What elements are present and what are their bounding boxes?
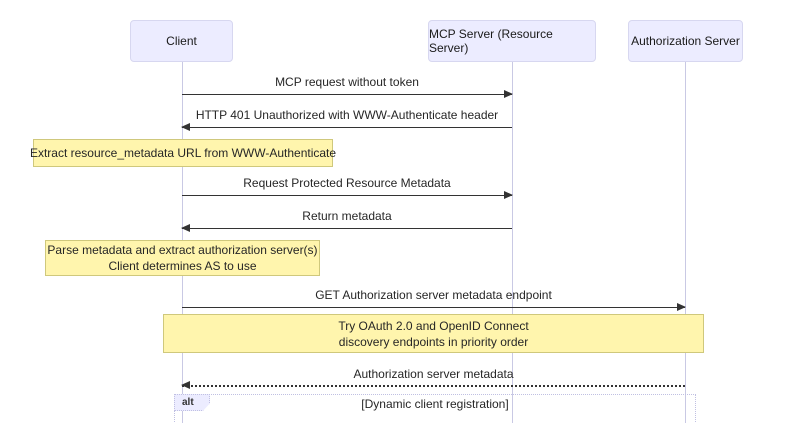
message-label: HTTP 401 Unauthorized with WWW-Authentic… — [195, 108, 499, 122]
arrowhead-icon — [504, 191, 513, 199]
note-line: Client determines AS to use — [108, 259, 257, 273]
lifeline-authorization-server — [685, 62, 686, 423]
lifeline-mcp-server — [512, 62, 513, 423]
message-arrow-right — [182, 90, 513, 98]
participant-label: Client — [166, 34, 197, 48]
arrowhead-icon — [181, 381, 190, 389]
note-line: discovery endpoints in priority order — [338, 334, 529, 349]
alt-label: alt — [182, 397, 194, 408]
participant-label: Authorization Server — [631, 34, 740, 48]
participant-label: MCP Server (Resource Server) — [429, 27, 553, 55]
message-arrow-right — [182, 191, 513, 199]
alt-fragment: alt [Dynamic client registration] — [174, 394, 696, 423]
alt-fragment-tab: alt — [174, 394, 210, 411]
message-arrow-right — [182, 303, 686, 311]
note-parse-metadata: Parse metadata and extract authorization… — [45, 240, 320, 276]
message-label: Request Protected Resource Metadata — [243, 176, 451, 190]
note-line: Parse metadata and extract authorization… — [47, 243, 318, 257]
participant-authorization-server: Authorization Server — [628, 20, 743, 62]
alt-condition: [Dynamic client registration] — [361, 397, 509, 411]
message-arrow-left-dotted — [181, 381, 685, 389]
note-line: Try OAuth 2.0 and OpenID Connect — [338, 318, 529, 333]
arrowhead-icon — [677, 303, 686, 311]
arrowhead-icon — [181, 123, 190, 131]
message-label: Return metadata — [302, 209, 392, 223]
arrowhead-icon — [504, 90, 513, 98]
message-label: Authorization server metadata — [353, 367, 514, 381]
participant-client: Client — [130, 20, 233, 62]
message-arrow-left — [181, 123, 512, 131]
message-label: MCP request without token — [275, 75, 419, 89]
note-extract-metadata: Extract resource_metadata URL from WWW-A… — [29, 139, 337, 167]
participant-mcp-server: MCP Server (Resource Server) — [428, 20, 596, 62]
note-line: Extract resource_metadata URL from WWW-A… — [29, 146, 337, 160]
message-label: GET Authorization server metadata endpoi… — [315, 288, 552, 302]
note-discovery-endpoints: Try OAuth 2.0 and OpenID Connect discove… — [163, 314, 704, 353]
message-arrow-left — [181, 224, 512, 232]
arrowhead-icon — [181, 224, 190, 232]
